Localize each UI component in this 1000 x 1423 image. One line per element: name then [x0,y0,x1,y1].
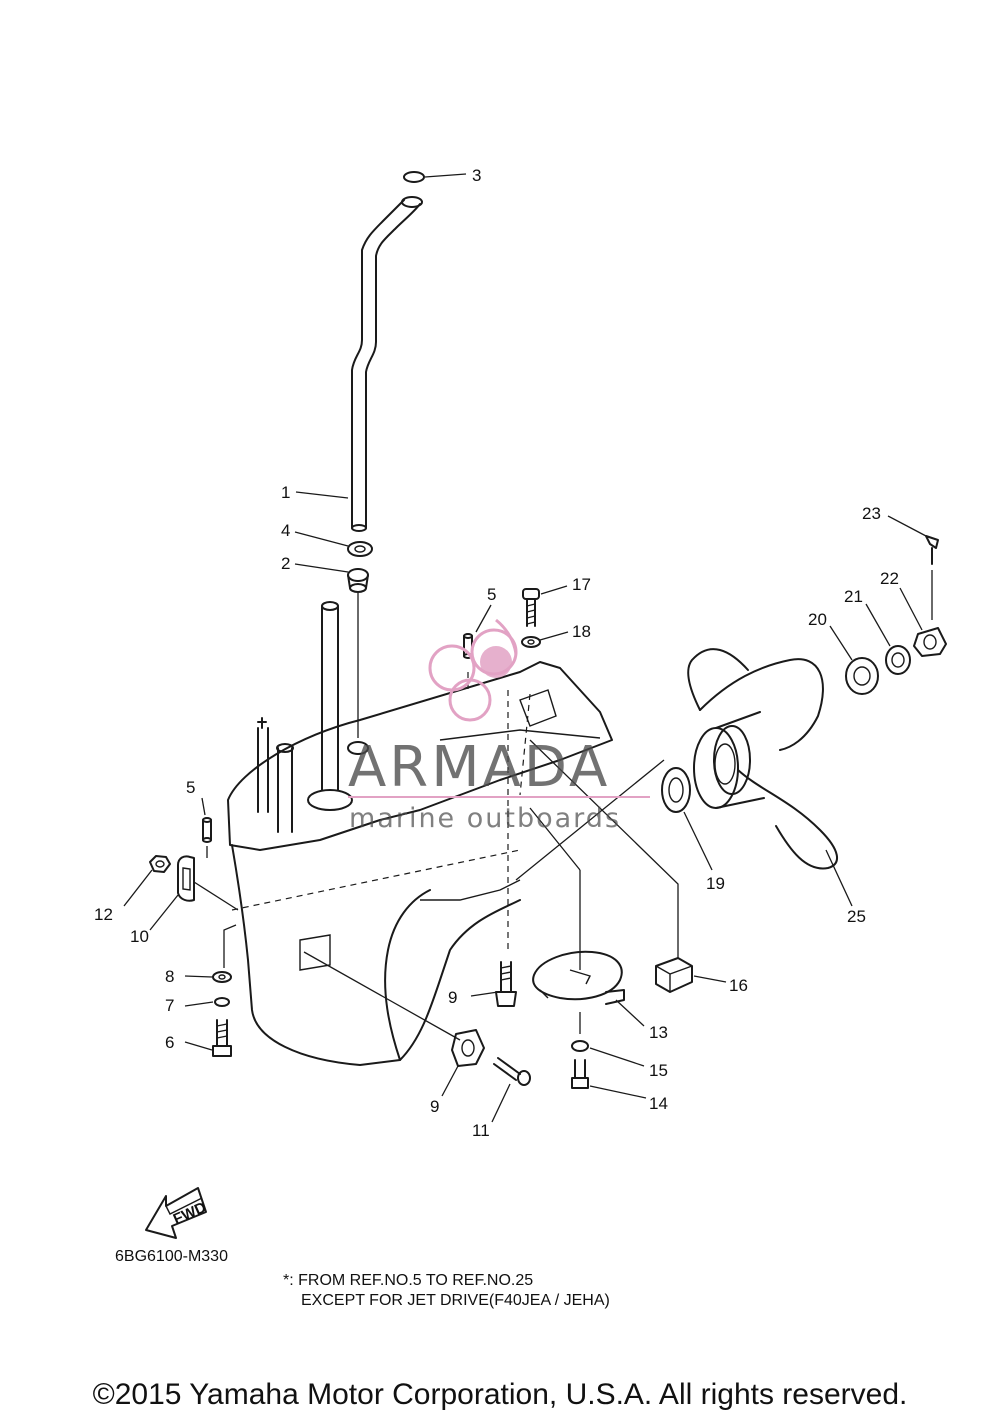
fwd-arrow-icon: FWD [145,1187,209,1239]
lower-casing [227,601,613,1066]
callout-25: 25 [847,907,866,926]
callout-17: 16 [729,976,748,995]
gasket-part-11 [177,855,195,902]
anode-part-17 [655,957,693,993]
washer-part-19 [521,636,541,648]
callout-14: 13 [649,1023,668,1042]
bolt-part-15 [571,1059,589,1089]
grommet-part-3 [403,171,425,183]
callout-3: 3 [472,166,481,185]
callout-11: 10 [130,927,149,946]
callout-12: 11 [472,1121,490,1140]
thrust-washer-part-20 [661,767,691,813]
propeller-part-25 [687,648,838,870]
callout-2: 2 [281,554,290,573]
bolt-part-6 [212,1019,232,1057]
bolt-part-18 [522,588,540,627]
applicability-note: *: FROM REF.NO.5 TO REF.NO.25 EXCEPT FOR… [283,1271,610,1311]
callout-7: 7 [165,996,174,1015]
lock-washer-part-7 [214,997,230,1007]
callout-18: 17 [572,575,591,594]
water-tube-part-1 [351,196,423,532]
note-line-1: *: FROM REF.NO.5 TO REF.NO.25 [283,1272,534,1289]
callout-19: 18 [572,622,591,641]
callout-1: 1 [281,483,290,502]
dowel-pin-part-5-lower [202,817,212,843]
cover-part-10 [451,1029,485,1067]
nut-part-13 [149,855,171,873]
screw-part-12 [493,1057,531,1086]
callout-9: 9 [448,988,457,1007]
cotter-pin-part-24 [925,535,939,565]
copyright-footer: ©2015 Yamaha Motor Corporation, U.S.A. A… [92,1378,908,1411]
trim-anode-part-14 [532,950,625,1005]
callout-5-upper: 5 [487,585,496,604]
callout-23: 22 [880,569,899,588]
washer-part-8 [212,971,232,983]
washer-part-22 [885,645,911,675]
callout-16: 15 [649,1061,668,1080]
spacer-part-21 [845,657,879,695]
grommet-part-2 [347,568,369,593]
bolt-part-9 [495,961,517,1007]
callout-4: 4 [281,521,290,540]
callout-13: 12 [94,905,113,924]
castle-nut-part-23 [913,627,947,657]
callout-22: 21 [844,587,863,606]
diagram-code: 6BG6100-M330 [115,1248,228,1265]
callout-15: 14 [649,1094,668,1113]
watermark-brand: ARMADA [348,735,610,800]
callout-24: 23 [862,504,881,523]
seal-part-4 [347,541,373,557]
callout-8: 8 [165,967,174,986]
callout-5-lower: 5 [186,778,195,797]
callout-6: 6 [165,1033,174,1052]
armada-watermark-logo [428,618,518,722]
callout-21: 20 [808,610,827,629]
callout-20: 19 [706,874,725,893]
callout-10: 9 [430,1097,439,1116]
note-line-2: EXCEPT FOR JET DRIVE(F40JEA / JEHA) [301,1292,610,1309]
washer-part-16 [571,1040,589,1052]
watermark-tagline: marine outboards [349,803,621,834]
